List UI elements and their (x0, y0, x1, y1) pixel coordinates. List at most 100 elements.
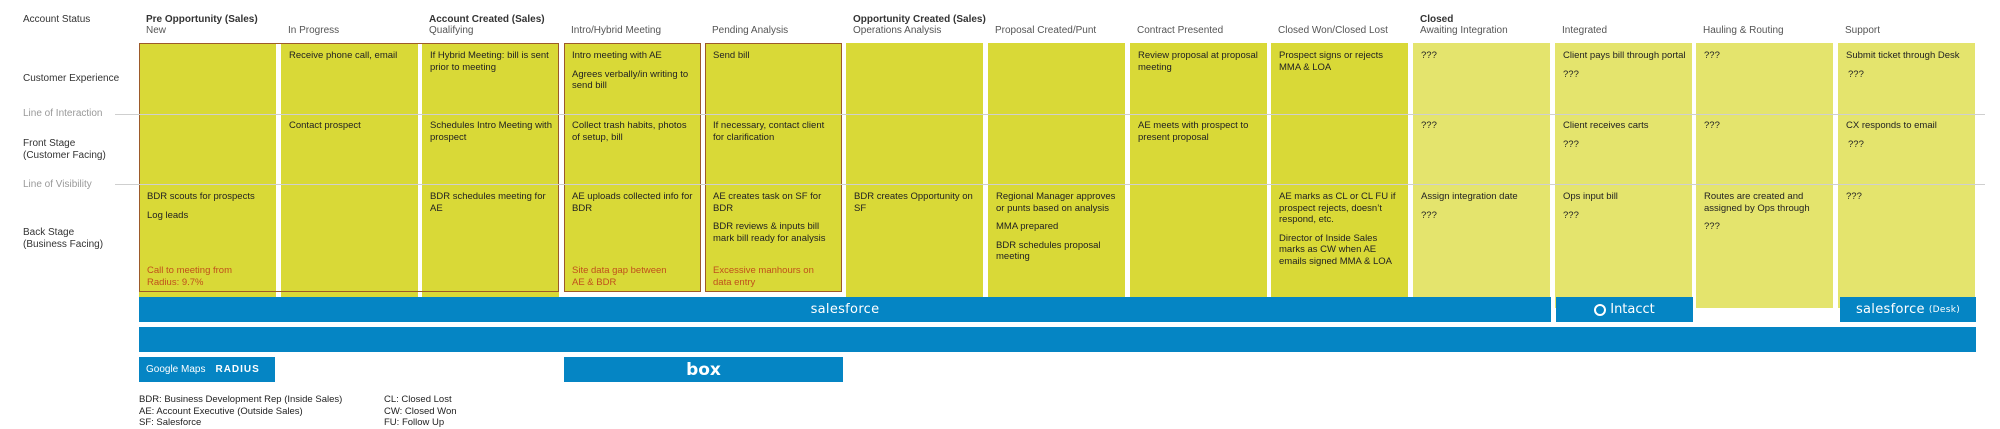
group-pre-opportunity: Pre Opportunity (Sales) (146, 14, 258, 25)
step-text: Client pays bill through portal (1563, 50, 1686, 61)
step-text: Ops input bill (1563, 191, 1618, 202)
step-text: BDR creates Opportunity on SF (854, 191, 973, 214)
cell-customer-experience-support (1838, 43, 1975, 114)
cell-back-stage-operations-analysis (846, 184, 983, 308)
text-back-stage-hauling-routing: Routes are created and assigned by Ops t… (1704, 191, 1827, 240)
text-customer-experience-closed-won-closed-lost: Prospect signs or rejects MMA & LOA (1279, 50, 1402, 80)
cell-front-stage-awaiting-integration (1413, 113, 1550, 184)
text-customer-experience-awaiting-integration: ??? (1421, 50, 1544, 69)
step-text: ??? (1704, 50, 1720, 61)
google-maps-logo: Google Maps (146, 364, 206, 375)
cell-back-stage-integrated (1555, 184, 1692, 308)
legend-cw: CW: Closed Won (384, 405, 457, 417)
cell-customer-experience-new (139, 43, 276, 114)
box-logo: box (686, 359, 721, 380)
step-text: ??? (1704, 221, 1720, 232)
cell-customer-experience-hauling-routing (1696, 43, 1833, 114)
group-closed: Closed (1420, 14, 1454, 25)
legend-abbreviations-left: BDR: Business Development Rep (Inside Sa… (139, 394, 342, 429)
step-text: Regional Manager approves or punts based… (996, 191, 1116, 214)
text-customer-experience-in-progress: Receive phone call, email (289, 50, 412, 69)
stage-operations-analysis: Operations Analysis (853, 25, 942, 36)
step-text: CX responds to email (1846, 120, 1937, 131)
step-text: ??? (1421, 50, 1437, 61)
legend-bdr: BDR: Business Development Rep (Inside Sa… (139, 394, 343, 405)
stage-support: Support (1845, 25, 1881, 36)
box-bar: box (564, 357, 843, 382)
text-customer-experience-contract-presented: Review proposal at proposal meeting (1138, 50, 1261, 80)
cell-customer-experience-operations-analysis (846, 43, 983, 114)
google-maps-radius-bar: Google Maps RADIUS (139, 357, 275, 382)
salesforce-desk-logo: salesforce (1855, 302, 1925, 317)
text-customer-experience-pending-analysis: Send bill (713, 50, 836, 69)
cell-back-stage-support (1838, 184, 1975, 308)
cell-customer-experience-qualifying (422, 43, 559, 114)
stage-in-progress: In Progress (288, 25, 340, 36)
stage-integrated: Integrated (1562, 25, 1608, 36)
radius-logo: RADIUS (215, 364, 260, 375)
step-text: Submit ticket through Desk (1846, 50, 1960, 61)
pain-point-pending-analysis: Excessive manhours on data entry (713, 265, 814, 288)
text-customer-experience-hauling-routing: ??? (1704, 50, 1827, 69)
step-text: BDR scouts for prospects (147, 191, 255, 202)
step-text: Intro meeting with AE (572, 50, 662, 61)
text-front-stage-intro-hybrid-meeting: Collect trash habits, photos of setup, b… (572, 120, 695, 150)
cell-back-stage-closed-won-closed-lost (1271, 184, 1408, 308)
account-status-label: Account Status (23, 14, 91, 25)
text-front-stage-qualifying: Schedules Intro Meeting with prospect (430, 120, 553, 150)
text-front-stage-awaiting-integration: ??? (1421, 120, 1544, 139)
legend-abbreviations-right: CL: Closed Lost CW: Closed Won FU: Follo… (384, 394, 457, 429)
stage-contract-presented: Contract Presented (1137, 25, 1224, 36)
cell-back-stage-awaiting-integration (1413, 184, 1550, 308)
step-text: Prospect signs or rejects MMA & LOA (1279, 50, 1384, 73)
text-front-stage-integrated: Client receives carts??? (1563, 120, 1686, 157)
step-text: ??? (1848, 138, 1864, 150)
stage-qualifying: Qualifying (429, 25, 474, 36)
cell-front-stage-support (1838, 113, 1975, 184)
step-text: Director of Inside Sales marks as CW whe… (1279, 232, 1392, 267)
cell-front-stage-closed-won-closed-lost (1271, 113, 1408, 184)
cell-front-stage-proposal-created-punt (988, 113, 1125, 184)
text-customer-experience-support: Submit ticket through Desk??? (1846, 50, 1969, 87)
legend-fu: FU: Follow Up (384, 417, 445, 428)
step-text: MMA prepared (996, 221, 1059, 232)
column-group-pre-qualifying (139, 43, 559, 292)
salesforce-logo: salesforce (810, 302, 880, 317)
row-front-stage: Front Stage (Customer Facing) (23, 138, 106, 161)
cell-front-stage-hauling-routing (1696, 113, 1833, 184)
cell-customer-experience-in-progress (281, 43, 418, 114)
line-of-interaction (115, 114, 1985, 115)
step-text: ??? (1846, 191, 1862, 202)
legend-ae: AE: Account Executive (Outside Sales) (139, 405, 303, 417)
row-line-of-interaction: Line of Interaction (23, 108, 103, 119)
cell-front-stage-contract-presented (1130, 113, 1267, 184)
step-text: If Hybrid Meeting: bill is sent prior to… (430, 50, 549, 73)
step-text: If necessary, contact client for clarifi… (713, 120, 825, 143)
intacct-icon (1594, 303, 1607, 316)
desk-suffix: (Desk) (1928, 304, 1961, 315)
stage-pending-analysis: Pending Analysis (712, 25, 789, 36)
step-text: ??? (1563, 68, 1579, 80)
stage-intro-hybrid-meeting: Intro/Hybrid Meeting (571, 25, 662, 36)
salesforce-desk-bar: salesforce (Desk) (1840, 297, 1976, 322)
cell-back-stage-in-progress (281, 184, 418, 308)
text-back-stage-operations-analysis: BDR creates Opportunity on SF (854, 191, 977, 221)
text-back-stage-proposal-created-punt: Regional Manager approves or punts based… (996, 191, 1119, 270)
cell-customer-experience-closed-won-closed-lost (1271, 43, 1408, 114)
stage-awaiting-integration: Awaiting Integration (1420, 25, 1508, 36)
intacct-logo: Intacct (1610, 302, 1655, 317)
step-text: Assign integration date (1421, 191, 1518, 202)
group-account-created: Account Created (Sales) (429, 14, 545, 25)
text-customer-experience-integrated: Client pays bill through portal??? (1563, 50, 1686, 87)
step-text: Receive phone call, email (289, 50, 398, 61)
step-text: Collect trash habits, photos of setup, b… (572, 120, 687, 143)
cell-front-stage-operations-analysis (846, 113, 983, 184)
step-text: Send bill (713, 50, 750, 61)
step-text: Review proposal at proposal meeting (1138, 50, 1258, 73)
line-of-visibility (115, 184, 1985, 185)
step-text: ??? (1563, 209, 1579, 221)
cell-customer-experience-integrated (1555, 43, 1692, 114)
step-text: ??? (1848, 68, 1864, 80)
